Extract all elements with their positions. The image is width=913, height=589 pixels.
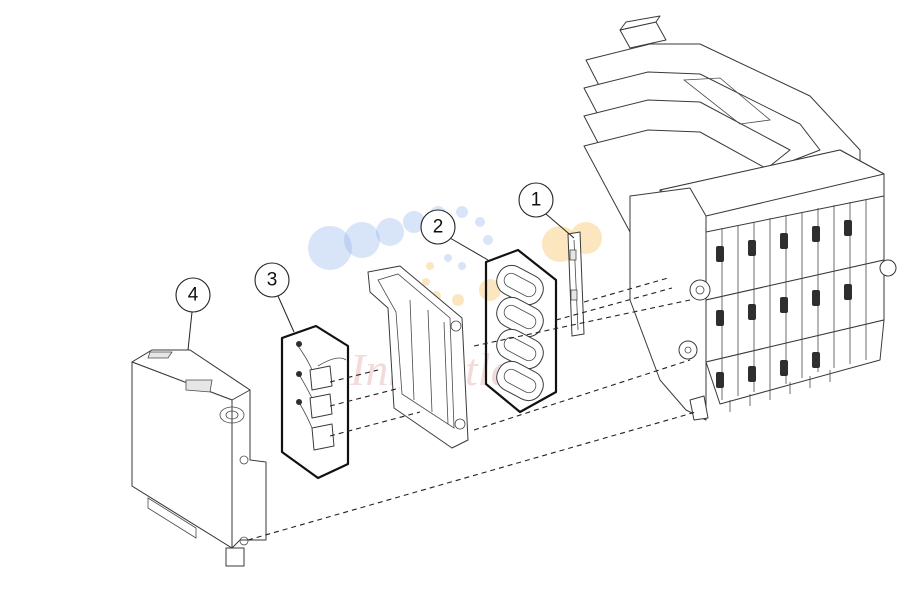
callout-4-label: 4 [188, 285, 199, 306]
part-3-sensor-kit [280, 324, 350, 480]
callout-1-label: 1 [531, 190, 542, 211]
part-2-belts-kit [484, 248, 558, 414]
frame-bracket [367, 265, 469, 449]
callout-2-label: 2 [433, 217, 444, 238]
part-4-cartridge [131, 349, 267, 567]
assembly-leader-lines [247, 277, 697, 541]
callout-4: 4 [175, 277, 211, 351]
callout-2: 2 [420, 209, 489, 261]
part-1-sensor-strip [567, 231, 585, 337]
main-assembly [583, 15, 897, 421]
callout-3: 3 [254, 262, 295, 333]
callout-3-label: 3 [267, 270, 278, 291]
callout-1: 1 [518, 182, 575, 239]
